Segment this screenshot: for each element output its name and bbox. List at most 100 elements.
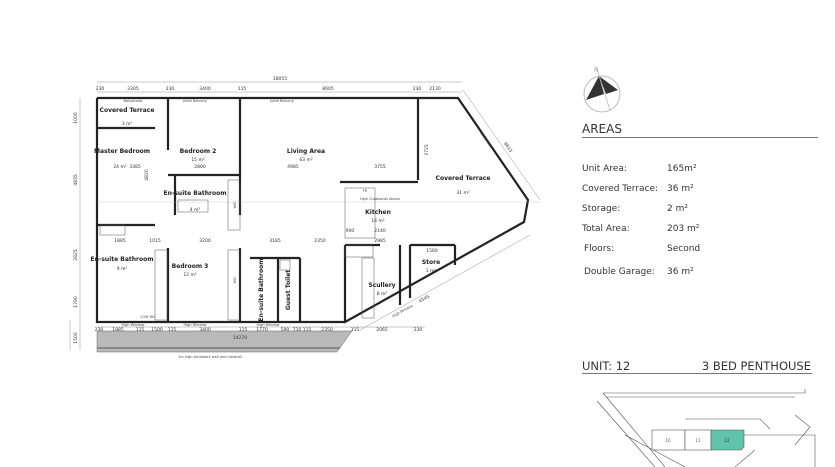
- dim-label: 1500: [151, 327, 163, 333]
- north-label: N: [594, 67, 599, 74]
- dim-label: 3305: [127, 86, 139, 92]
- dim-top-overall: 18055: [273, 76, 287, 82]
- dim-label: 2140: [374, 228, 386, 234]
- note-wic: WIC: [233, 276, 237, 283]
- note-high-cupboards: High Cupboards Above: [360, 197, 400, 201]
- room-area: 3 m²: [122, 121, 133, 127]
- note-high-window: High Window: [257, 323, 280, 327]
- room-area: 4 m²: [190, 207, 201, 213]
- dim-label: 230: [95, 327, 104, 333]
- key-unit-label: 10: [665, 438, 671, 443]
- north-arrow-icon: N: [583, 65, 621, 113]
- area-row: Covered Terrace:36 m²: [582, 184, 694, 194]
- dim-label: 3400: [199, 86, 211, 92]
- dim-label: 1015: [149, 238, 161, 244]
- dim-label: 2350: [321, 327, 333, 333]
- divider: [582, 373, 812, 374]
- dim-label: 4820: [144, 169, 150, 181]
- dim-label: 1770: [256, 327, 268, 333]
- room-area: 24 m²: [113, 164, 127, 170]
- room-bedroom-2: Bedroom 2: [180, 148, 217, 155]
- unit-number: UNIT: 12: [582, 359, 631, 373]
- dim-label: 1560: [426, 248, 438, 254]
- dim-label: 3400: [199, 327, 211, 333]
- dimension-line: [359, 234, 531, 331]
- dim-label: 2350: [314, 238, 326, 244]
- key-unit-12-highlight: [710, 429, 745, 451]
- dim-label: 115: [168, 327, 177, 333]
- room-ensuite-3: En-suite Bathroom: [258, 258, 265, 321]
- dim-label: 115: [303, 327, 312, 333]
- area-row: Total Area: 203 m²: [582, 224, 699, 234]
- dim-label: 115: [136, 327, 145, 333]
- area-value: Second: [667, 244, 701, 254]
- key-unit-label: 12: [724, 438, 730, 443]
- note-wic: WIC: [233, 201, 237, 208]
- dim-label: 3385: [129, 164, 141, 170]
- dim-label: 2130: [429, 86, 441, 92]
- area-label: Total Area:: [582, 224, 630, 234]
- dim-label: 900: [346, 228, 355, 234]
- room-store: Store: [422, 259, 440, 266]
- dim-label: 1000: [73, 112, 79, 124]
- room-scullery: Scullery: [368, 282, 395, 289]
- area-value: 165m²: [667, 164, 697, 174]
- area-label: Double Garage:: [584, 267, 655, 277]
- dim-bottom-overall: 14270: [233, 335, 247, 341]
- room-ensuite: En-suite Bathroom: [163, 190, 226, 197]
- dim-label: 1885: [114, 238, 126, 244]
- note-juliet-balcony: Juliet Balcony: [182, 99, 207, 103]
- unit-type: 3 BED PENTHOUSE: [701, 359, 811, 373]
- dim-label: 4985: [287, 164, 299, 170]
- dim-label: 2800: [194, 164, 206, 170]
- dim-label: 6815: [502, 141, 514, 154]
- room-guest-toilet: Guest Toilet: [285, 270, 292, 310]
- area-value: 2 m²: [667, 204, 688, 214]
- room-area: 15 m²: [191, 157, 205, 163]
- dim-label: 230: [96, 86, 105, 92]
- dim-label: 2985: [374, 238, 386, 244]
- room-area: 63 m²: [299, 157, 313, 163]
- balcony-strip: [96, 330, 353, 353]
- area-value: 203 m²: [667, 224, 700, 234]
- room-kitchen: Kitchen: [365, 209, 391, 216]
- dim-label: 1790: [73, 296, 79, 308]
- area-label: Covered Terrace:: [582, 184, 659, 194]
- room-covered-terrace: Covered Terrace: [436, 175, 491, 182]
- dim-label: 230: [413, 86, 422, 92]
- dim-label: 115: [239, 327, 248, 333]
- note-high-window: High Window: [184, 323, 207, 327]
- outer-wall: [95, 96, 530, 324]
- divider: [582, 137, 818, 138]
- area-row: Unit Area: 165m²: [582, 164, 697, 174]
- dim-label: 3200: [199, 238, 211, 244]
- dim-label: 590: [281, 327, 290, 333]
- note-fridge: FR: [363, 189, 368, 193]
- dim-label: 230: [166, 86, 175, 92]
- dim-label: 710: [293, 327, 302, 333]
- room-covered-terrace: Covered Terrace: [100, 107, 155, 114]
- area-row: Double Garage:36 m²: [584, 267, 694, 277]
- area-label: Storage:: [582, 204, 621, 214]
- room-area: 12 m²: [183, 272, 197, 278]
- room-bedroom-3: Bedroom 3: [172, 263, 209, 270]
- dim-label: 2065: [376, 327, 388, 333]
- note-high-window: High Window: [122, 323, 145, 327]
- dim-label: 3185: [269, 238, 281, 244]
- dim-label: 1885: [112, 327, 124, 333]
- dim-label: 3725: [424, 144, 430, 156]
- room-area: 31 m²: [456, 190, 470, 196]
- note-balustrade: Balustrade: [124, 99, 143, 103]
- dim-label: 8605: [322, 86, 334, 92]
- dim-label: 1500: [73, 332, 79, 344]
- interior-walls: [97, 98, 457, 322]
- dim-label: 4545: [418, 294, 431, 305]
- note-wall-handrail: 1m high brickwork wall and handrail: [178, 355, 242, 359]
- area-label: Floors:: [584, 244, 615, 254]
- room-ensuite-master: En-suite Bathroom: [90, 256, 153, 263]
- room-master-bedroom: Master Bedroom: [94, 148, 150, 155]
- note-balustrade: Balustrade: [479, 131, 493, 149]
- dim-label: 230: [414, 327, 423, 333]
- room-area: 14 m²: [371, 218, 385, 224]
- area-label: Unit Area:: [582, 164, 627, 174]
